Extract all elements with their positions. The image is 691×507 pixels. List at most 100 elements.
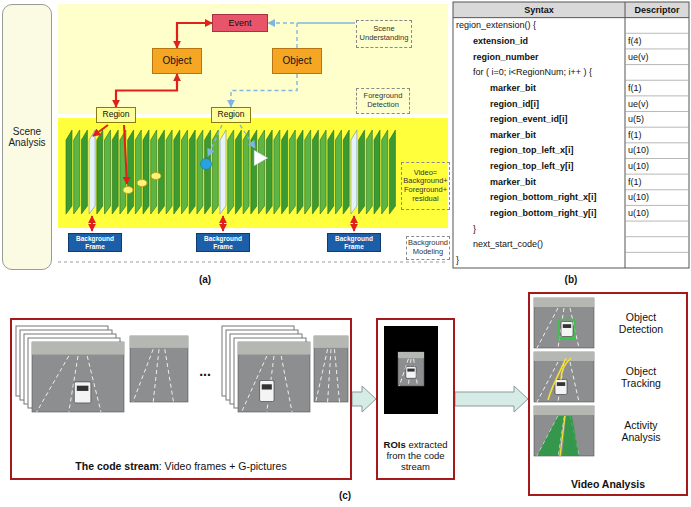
analysis-column: Scene Analysis [2,4,52,270]
car [74,382,91,403]
table-header-cell: Descriptor [625,2,689,18]
background-link [222,216,224,231]
table-rule [625,80,689,81]
table-rule [625,48,689,49]
node-label: Event [228,18,251,28]
descriptor-cell: ue(v) [628,49,687,65]
node-text-group: Object [163,55,192,67]
relation-link [268,23,297,48]
background-link [353,216,355,231]
track-line [548,358,566,400]
video-frame [359,130,365,214]
lane-mark [153,349,159,402]
descriptor-cell: f(1) [628,80,687,96]
lane-mark [570,362,579,402]
activity-lane [537,416,564,456]
road-photo [130,336,188,402]
panel-label: (c) [330,489,360,502]
background-link [91,216,93,231]
car-window [557,382,565,386]
video-frame [336,130,342,214]
region-link [208,125,222,156]
lane-mark [328,349,331,402]
road-photo [534,352,594,361]
car-window [77,386,89,391]
lane-mark [334,349,339,402]
background-frame-box: Background Frame [196,233,250,252]
node-text-group: Foreground Detection [359,92,407,109]
table-rule [625,33,689,34]
node-text-group: ROIsextracted from the code stream [383,440,448,473]
flow-arrow [455,386,528,412]
table-rule [625,236,689,237]
video-frame [328,130,334,214]
node-label: Background Modeling [408,239,448,256]
table-header-cell: Syntax [453,2,625,18]
node-text-group: Scene Analysis [6,126,48,149]
relation-link [231,74,297,107]
video-frame [189,130,195,214]
video-frame [282,130,288,214]
node-text-group: Background Frame [70,235,120,250]
node-label: Scene Analysis [6,126,48,149]
road-photo [534,298,594,348]
table-rule [625,64,689,65]
video-frame [89,130,95,214]
descriptor-cell: f(4) [628,33,687,49]
stage-panel: ROIsextracted from the code stream [376,318,455,480]
node-label: : Video frames + G-pictures [159,460,287,472]
layer-link [297,22,355,23]
video-frame [374,130,380,214]
road-photo [238,342,310,355]
syntax-cell: extension_id [473,33,623,49]
video-frame [166,130,172,214]
node-label: Object [163,55,192,67]
syntax-cell: marker_bit [490,127,623,143]
node-text-group: Region [103,110,130,120]
road-photo [32,342,124,412]
table-rule [625,205,689,206]
layer-label: Foreground Detection [356,88,410,114]
road-photo [238,342,310,412]
video-frame [112,130,118,214]
flow-arrow [352,386,376,412]
table-rule [625,95,689,96]
table-rule [625,158,689,159]
object-box: Object [272,48,322,74]
video-frame [343,130,349,214]
scene-band [58,4,448,114]
video-frame [289,130,295,214]
node-label: Region [103,110,130,120]
panel-label: (a) [190,273,220,287]
table-rule [625,142,689,143]
video-frame [382,130,388,214]
node-label: Video= Background+ Foreground+ residual [403,169,448,204]
node-label: ROIs [384,439,406,450]
node-text-group: The code stream: Video frames + G-pictur… [75,460,286,472]
road-photo [32,342,124,355]
relation-link [177,23,212,48]
car [561,322,573,337]
video-frame [351,130,357,214]
syntax-cell: region_event_id[i] [490,112,623,128]
car-window [407,369,414,372]
table-rule [625,221,689,222]
table-rule [453,17,689,18]
descriptor-cell: f(1) [628,174,687,190]
syntax-cell: region_bottom_right_y[i] [490,205,623,221]
road-photo [398,352,424,358]
road-photo [534,298,594,307]
node-label: Video Analysis [571,478,645,490]
layer-divider [58,262,448,263]
road-photo [534,352,594,402]
node-label: Object [283,55,312,67]
video-frame [66,130,72,214]
lane-mark [37,356,69,412]
syntax-cell: marker_bit [490,174,623,190]
video-frame [259,130,265,214]
roi-image [384,326,438,414]
node-label: The code stream [75,460,158,472]
car [260,381,274,402]
track-line [560,416,565,456]
